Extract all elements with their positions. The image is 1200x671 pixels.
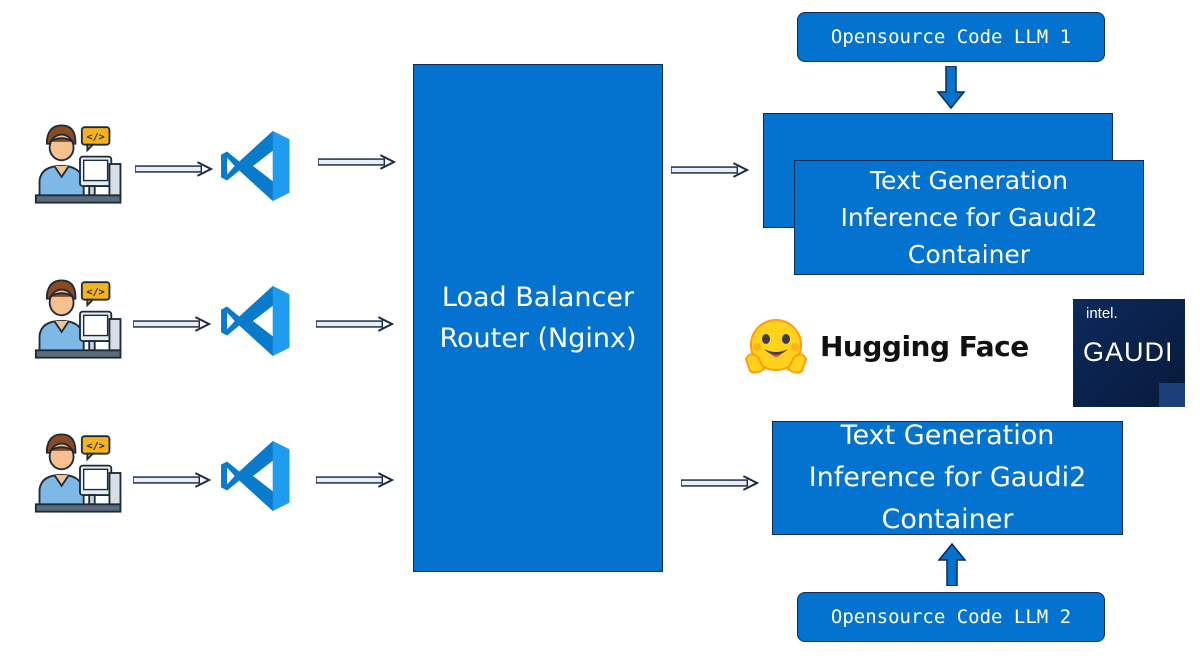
vscode-icon [216,283,296,359]
container-bottom: Text Generation Inference for Gaudi2 Con… [772,420,1123,535]
container-top-line1: Text Generation [870,166,1068,195]
arrow-up-icon [937,542,967,586]
arrow-right-icon [671,162,749,178]
arrow-right-icon [681,475,759,491]
arrow-right-icon [133,472,211,488]
arrow-right-icon [133,316,211,332]
developer-icon [34,429,126,517]
container-top-line3: Container [907,240,1031,269]
hugging-face-label: Hugging Face [820,330,1029,363]
arrow-right-icon [318,154,396,170]
intel-brand: intel. [1086,305,1118,322]
container-bottom-line1: Text Generation [840,420,1055,451]
load-balancer-title: Load Balancer [441,282,635,313]
gaudi-corner-square [1159,383,1185,407]
arrow-down-icon [936,66,966,110]
llm2-label: Opensource Code LLM 2 [797,592,1105,642]
llm1-label: Opensource Code LLM 1 [797,12,1105,62]
arrow-right-icon [135,161,213,177]
vscode-icon [216,128,296,204]
arrow-right-icon [316,472,394,488]
gaudi-product: GAUDI [1083,337,1174,367]
intel-gaudi-logo: intel. GAUDI [1073,299,1185,407]
container-top-line2: Inference for Gaudi2 [840,203,1098,232]
container-top: Text Generation Inference for Gaudi2 Con… [794,160,1144,275]
developer-icon [34,120,126,208]
container-bottom-line3: Container [881,504,1014,535]
developer-icon [34,275,126,363]
hugging-face-emoji-icon [744,319,808,374]
container-bottom-line2: Inference for Gaudi2 [808,462,1087,493]
vscode-icon [216,438,296,514]
arrow-right-icon [316,316,394,332]
load-balancer-box: Load Balancer Router (Nginx) [413,64,663,572]
load-balancer-subtitle: Router (Nginx) [439,323,637,354]
